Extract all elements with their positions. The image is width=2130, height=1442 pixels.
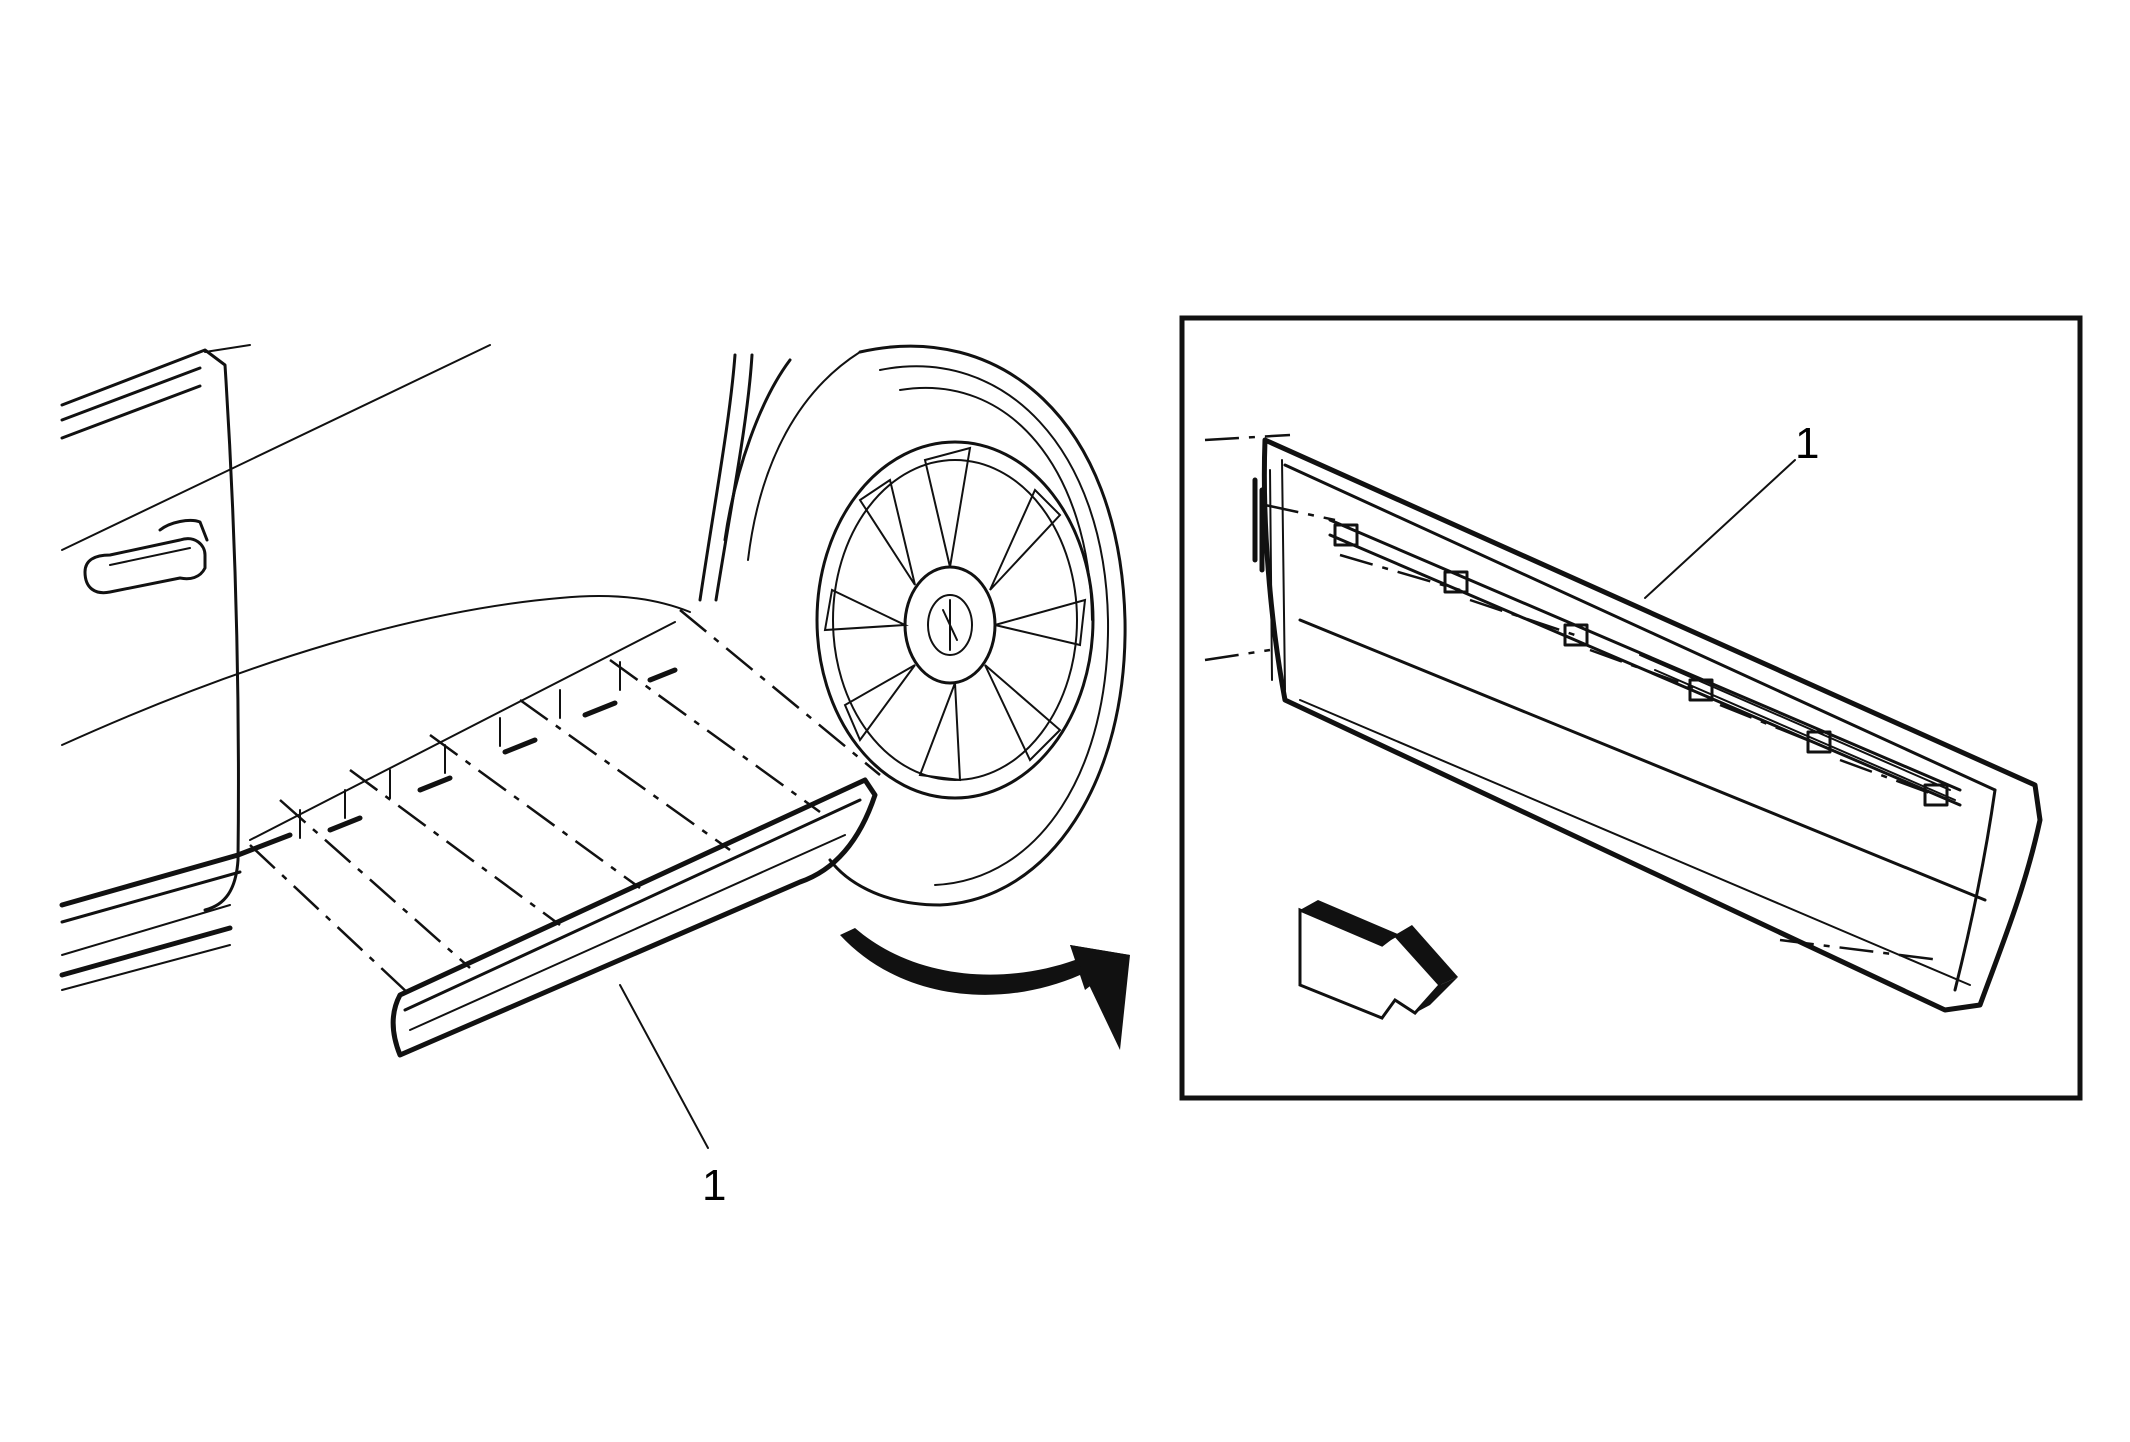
clip-1 [1333, 523, 1359, 547]
callout-label-main: 1 [702, 1161, 726, 1210]
vehicle-side-view: 1 [59, 344, 1130, 1210]
callout-label-detail: 1 [1795, 419, 1819, 468]
transition-arrow-icon [840, 928, 1130, 1050]
callout-main: 1 [619, 984, 726, 1210]
wheel-arch [698, 351, 861, 602]
detail-dashed-lines [1204, 433, 1941, 962]
detail-inset: 1 [1179, 315, 2083, 1101]
molding-clips [1333, 523, 1949, 807]
direction-arrow-icon [1298, 900, 1458, 1020]
alignment-lines [249, 609, 881, 996]
clip-rail [1328, 518, 1962, 807]
wheel-cover-icon [815, 440, 1095, 800]
rocker-panel-lines [59, 832, 293, 991]
clip-3 [1563, 623, 1589, 647]
detail-frame [1179, 315, 2083, 1101]
clip-5 [1806, 730, 1832, 754]
callout-detail: 1 [1644, 419, 1819, 599]
clip-6 [1923, 783, 1949, 807]
tire [828, 344, 1127, 907]
door-handle-icon [83, 518, 209, 595]
rocker-molding-part [390, 777, 878, 1058]
retainer-clips [249, 621, 678, 841]
clip-2 [1443, 570, 1469, 594]
clip-4 [1688, 678, 1714, 702]
door-panel [60, 344, 691, 912]
molding-back-view [1252, 437, 2043, 1013]
